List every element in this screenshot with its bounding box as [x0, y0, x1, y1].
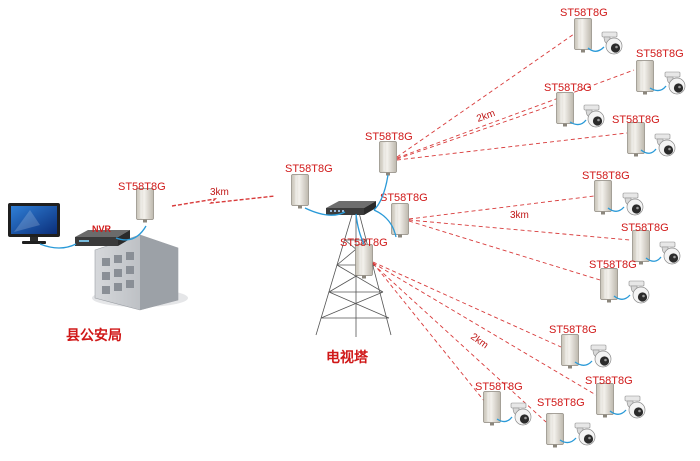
camera-cable [574, 360, 593, 366]
camera-icon [628, 280, 650, 304]
camera-cable [613, 294, 631, 300]
bureau-label: 县公安局 [66, 327, 122, 344]
device-label: ST58T8G [621, 222, 669, 234]
upper-distance-label: 2km [475, 108, 497, 125]
camera-cable [559, 437, 577, 444]
bureau-radio [136, 188, 154, 223]
device-label: ST58T8G [582, 170, 630, 182]
main-link-lightning [171, 195, 276, 207]
tower-radio-middle [391, 203, 409, 238]
camera-cable [640, 148, 657, 154]
camera-icon [624, 395, 646, 419]
device-label: ST58T8G [560, 7, 608, 19]
device-label: ST58T8G [380, 192, 428, 204]
tower-radio-lower [355, 244, 373, 279]
camera-cable [649, 85, 667, 92]
device-label: ST58T8G [589, 259, 637, 271]
camera-icon [659, 241, 681, 265]
nvr-icon [75, 230, 130, 246]
device-label: ST58T8G [475, 381, 523, 393]
remote-radio [546, 413, 564, 448]
camera-icon [583, 104, 605, 128]
building-icon [92, 234, 188, 311]
wireless-links [372, 33, 635, 423]
device-label: ST58T8G [544, 82, 592, 94]
switch-icon [326, 201, 376, 215]
tower-radio-upper [379, 141, 397, 176]
camera-cable [645, 256, 662, 262]
monitor-icon [8, 203, 60, 244]
remote-radio [636, 60, 654, 95]
camera-icon [574, 422, 596, 446]
device-label: ST58T8G [365, 131, 413, 143]
remote-radio [483, 391, 501, 426]
tower-label: 电视塔 [326, 349, 369, 366]
tower-radio-left [291, 174, 309, 209]
camera-cable [569, 119, 587, 126]
nvr-radio-cable [115, 225, 147, 241]
camera-icon [590, 344, 612, 368]
middle-distance-label: 3km [510, 210, 529, 221]
camera-cable [609, 409, 627, 415]
device-label: ST58T8G [118, 181, 166, 193]
remote-radio [556, 92, 574, 127]
tower-cable [304, 174, 397, 245]
camera-icon [622, 192, 644, 216]
camera-cable [496, 416, 513, 423]
camera-icon [654, 133, 676, 157]
camera-cable [587, 46, 605, 52]
camera-icon [601, 31, 623, 55]
device-label: ST58T8G [537, 397, 585, 409]
main-distance-label: 3km [210, 187, 229, 198]
remote-radio [574, 18, 592, 53]
device-label: ST58T8G [585, 375, 633, 387]
lower-distance-label: 2km [468, 331, 490, 351]
camera-cable [607, 206, 625, 212]
camera-icon [664, 71, 686, 95]
device-label: ST58T8G [549, 324, 597, 336]
device-label: ST58T8G [285, 163, 333, 175]
device-label: ST58T8G [636, 48, 684, 60]
nvr-label: NVR [92, 224, 112, 234]
device-label: ST58T8G [612, 114, 660, 126]
monitor-nvr-cable [39, 243, 77, 249]
camera-icon [510, 402, 532, 426]
